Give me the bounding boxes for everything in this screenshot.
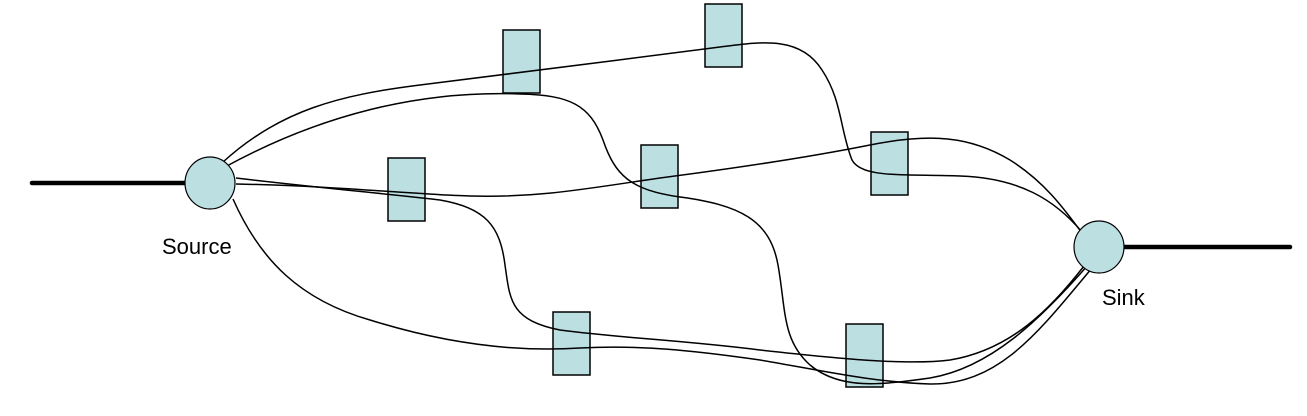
path-2 (224, 92, 1089, 385)
box-2 (704, 3, 743, 68)
path-1 (222, 42, 1083, 233)
sink-node (1073, 220, 1125, 274)
box-3 (387, 157, 426, 222)
source-node (184, 156, 236, 210)
source-label: Source (162, 234, 232, 259)
path-3 (235, 177, 1085, 363)
box-1 (502, 29, 541, 94)
path-4 (235, 137, 1083, 234)
box-5 (870, 131, 909, 196)
sink-label: Sink (1102, 285, 1146, 310)
box-6 (552, 311, 591, 376)
flow-paths (222, 42, 1093, 385)
path-5 (232, 198, 1093, 385)
